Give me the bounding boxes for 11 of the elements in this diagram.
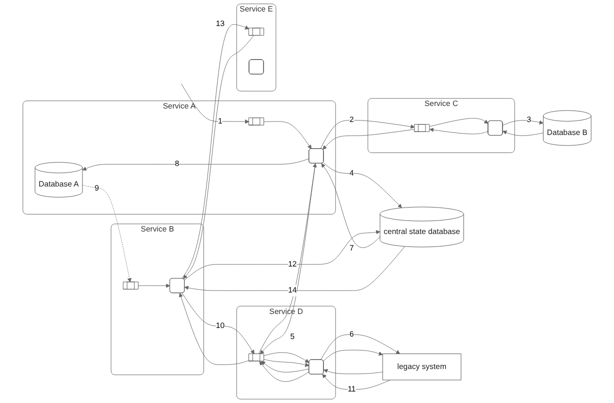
- cluster: [236, 4, 276, 92]
- cluster: [368, 98, 515, 153]
- node-queue: [248, 28, 264, 36]
- cluster: [110, 224, 204, 376]
- node-queue: [414, 124, 430, 132]
- node-queue: [122, 282, 138, 290]
- node-queue: [248, 118, 264, 126]
- cluster: [236, 306, 336, 400]
- node-box: [382, 354, 462, 380]
- node-queue: [248, 354, 264, 362]
- cluster: [22, 100, 336, 214]
